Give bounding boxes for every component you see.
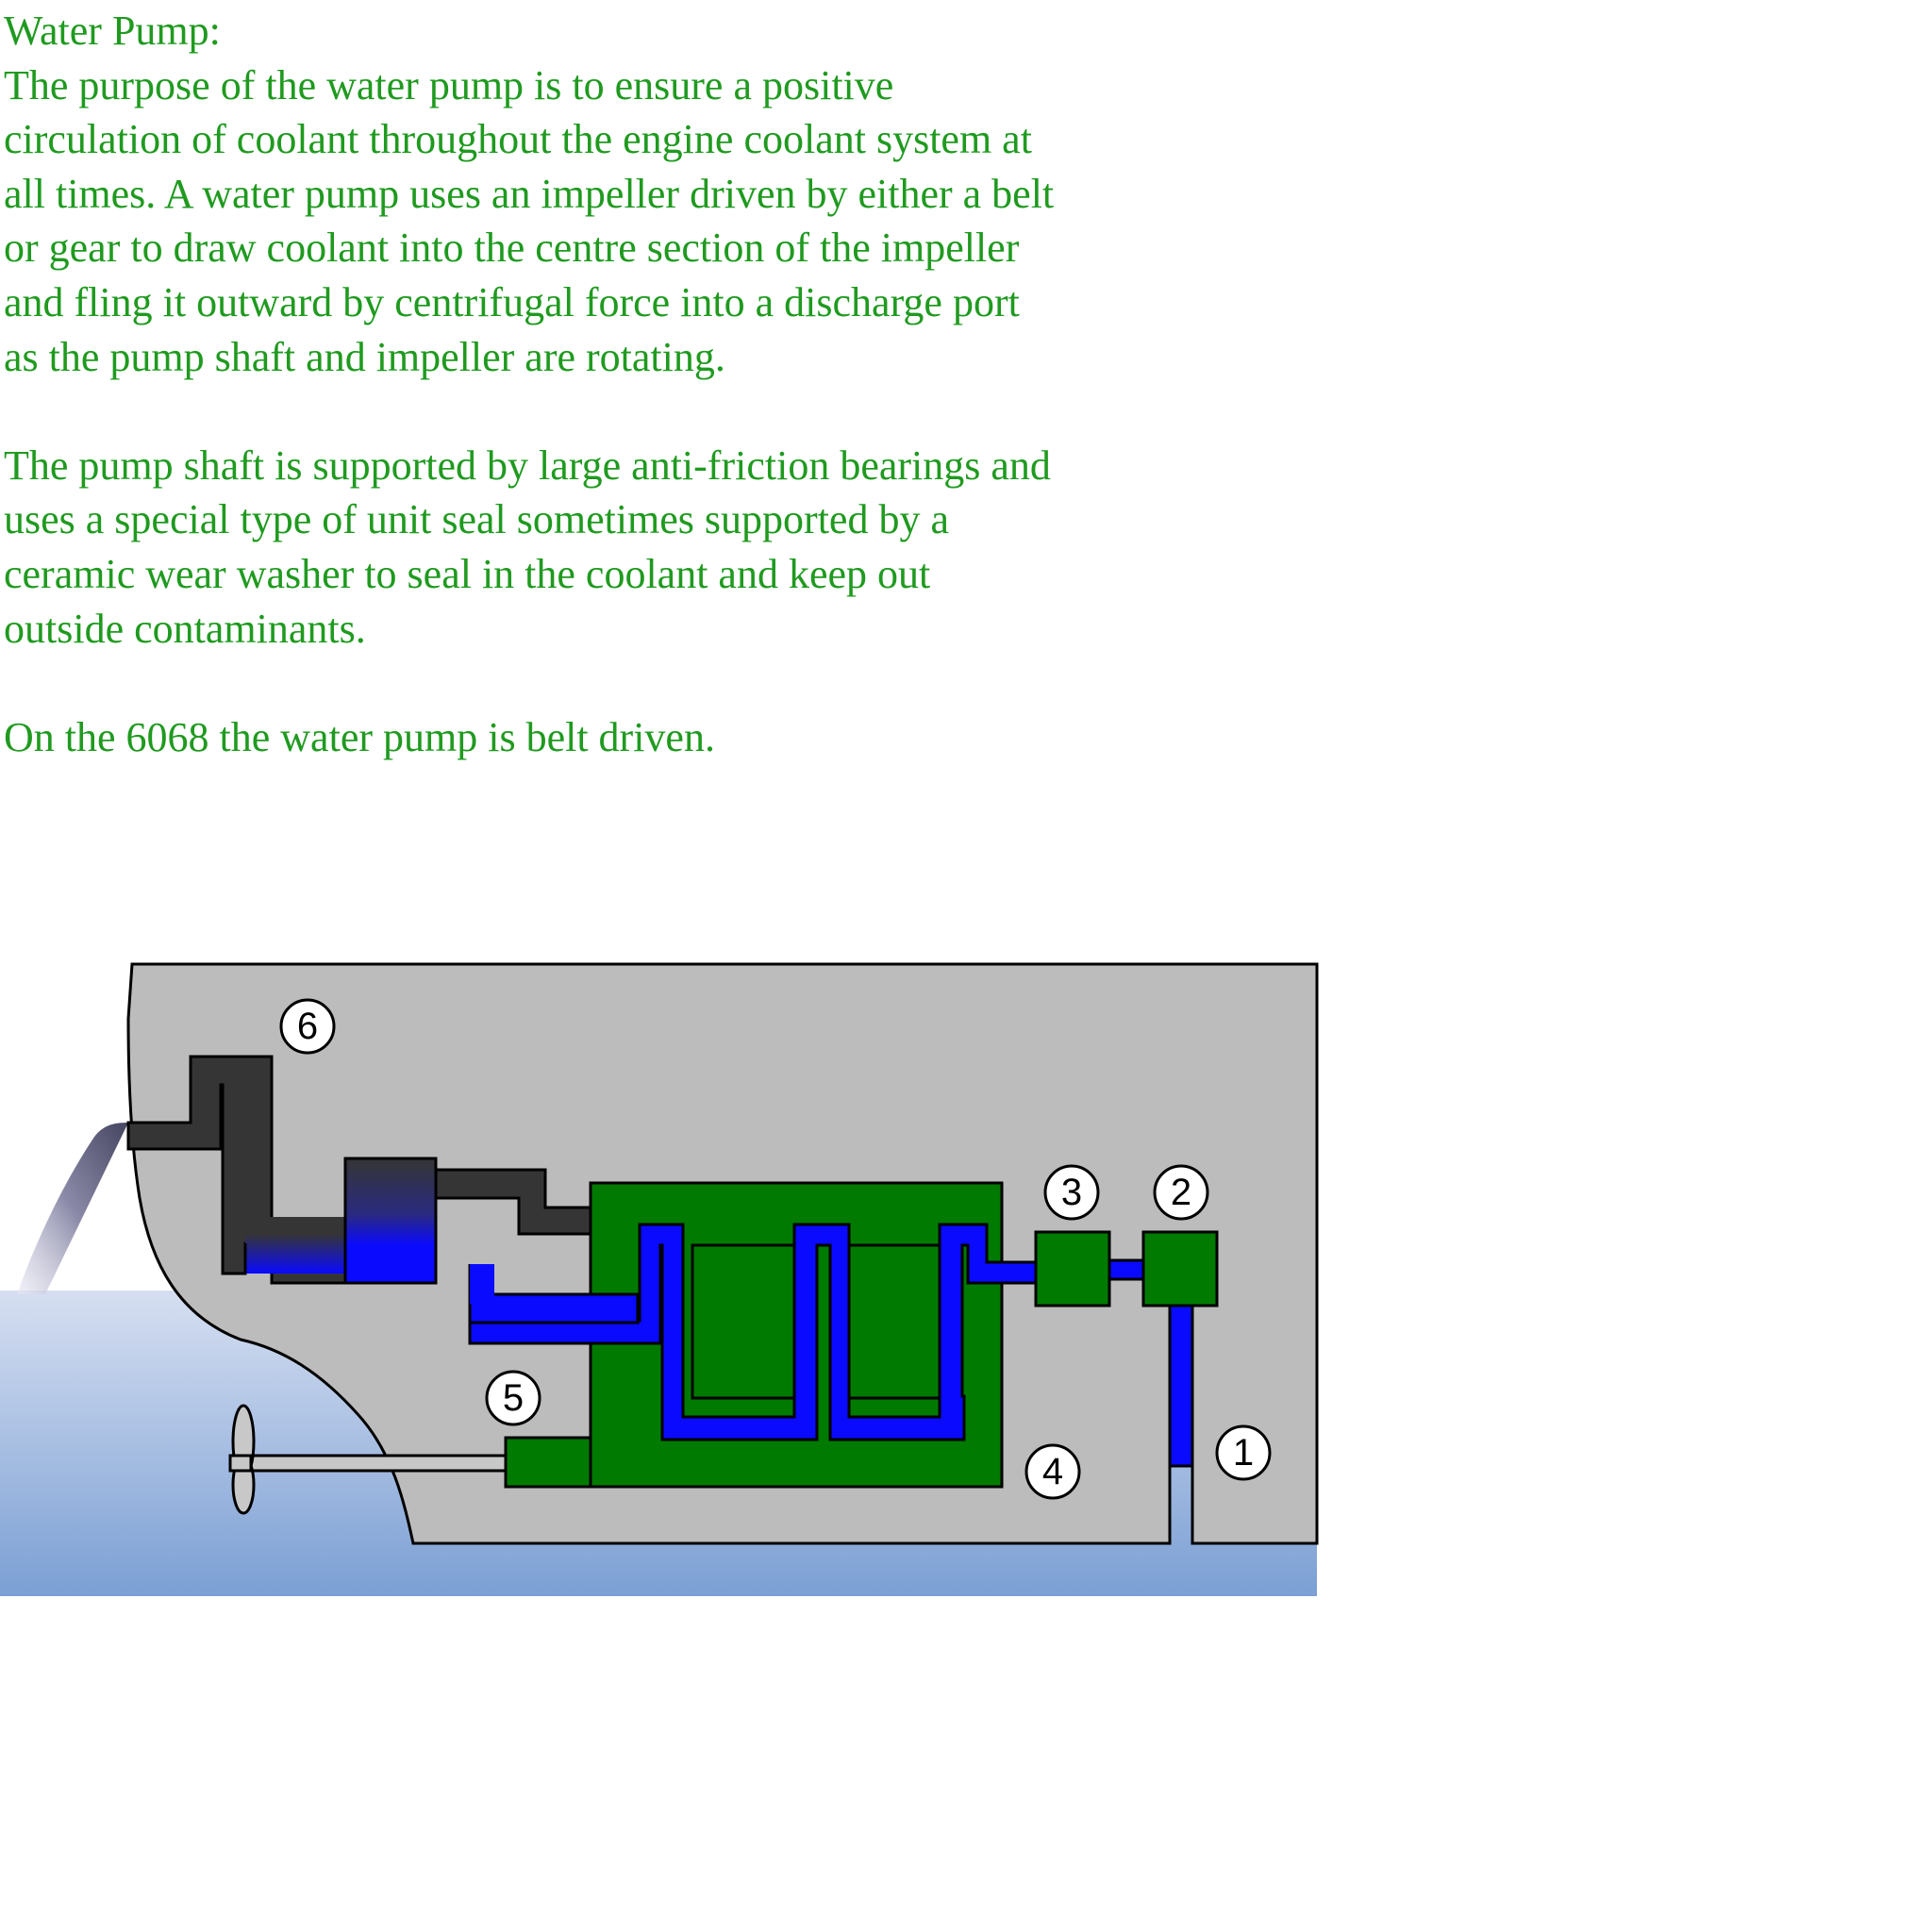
coolant-manifold-drop	[470, 1264, 494, 1304]
label-3: 3	[1043, 1164, 1100, 1221]
propeller-shaft	[238, 1454, 508, 1473]
label-5: 5	[485, 1370, 541, 1426]
svg-text:1: 1	[1233, 1432, 1254, 1474]
label-2: 2	[1153, 1164, 1209, 1221]
label-4: 4	[1024, 1443, 1081, 1500]
coolant-inlet-run	[468, 1292, 640, 1324]
svg-text:3: 3	[1061, 1172, 1082, 1213]
paragraph-bearings: The pump shaft is supported by large ant…	[4, 441, 1051, 652]
svg-text:2: 2	[1171, 1172, 1191, 1213]
heat-exchanger	[1034, 1230, 1111, 1307]
svg-text:6: 6	[297, 1006, 318, 1047]
coolant-passage	[468, 1223, 1038, 1441]
heading: Water Pump:	[4, 8, 221, 54]
gearbox	[504, 1436, 592, 1489]
pipe-3-to-2	[1108, 1258, 1145, 1281]
propeller	[228, 1404, 256, 1515]
text-block: Water Pump: The purpose of the water pum…	[4, 4, 1060, 819]
exhaust-mix-riser	[245, 1217, 345, 1274]
paragraph-purpose: The purpose of the water pump is to ensu…	[4, 61, 1055, 380]
label-6: 6	[279, 998, 336, 1055]
exhaust-outline-riser	[221, 1085, 247, 1274]
svg-text:5: 5	[503, 1377, 524, 1419]
exhaust-smoke	[17, 1123, 128, 1294]
paragraph-belt-driven: On the 6068 the water pump is belt drive…	[4, 713, 715, 760]
label-1: 1	[1215, 1424, 1272, 1481]
engine-rib-right	[847, 1243, 941, 1400]
raw-water-intake	[1168, 1304, 1194, 1468]
engine-rib-left	[691, 1243, 796, 1400]
water-pump	[1141, 1230, 1219, 1307]
svg-text:4: 4	[1042, 1451, 1063, 1492]
exhaust-mix-manifold	[343, 1157, 438, 1285]
